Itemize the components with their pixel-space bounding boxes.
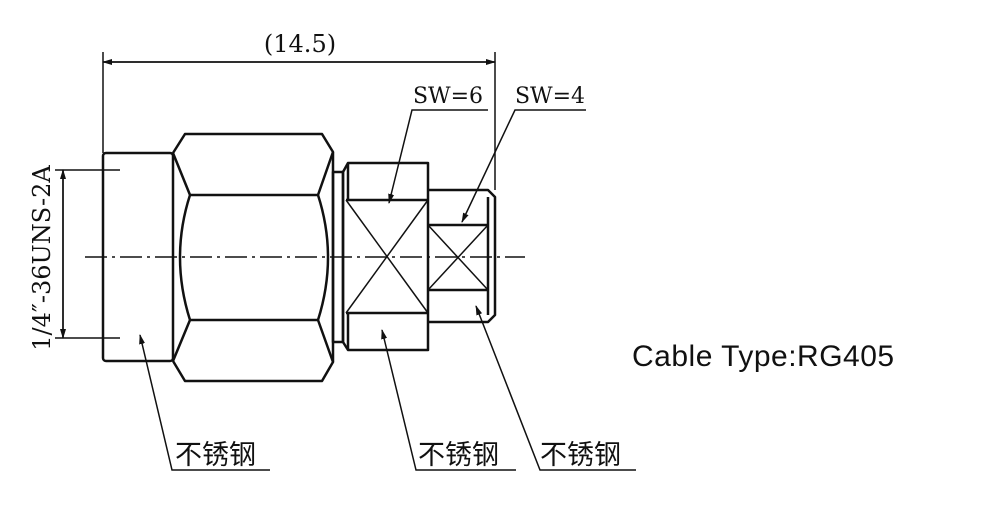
- sw6-label: SW=6: [413, 84, 483, 109]
- thread-spec-label: 1/4″-36UNS-2A: [28, 165, 56, 351]
- overall-dimension: [102, 52, 496, 190]
- material-leader-3: [475, 305, 636, 471]
- material-label-1: 不锈钢: [175, 440, 256, 471]
- cable-type-label: Cable Type:RG405: [632, 340, 895, 373]
- overall-length-label: (14.5): [264, 30, 336, 58]
- material-label-2: 不锈钢: [418, 440, 499, 471]
- hex-sw4: [428, 188, 497, 324]
- sw4-label: SW=4: [515, 84, 585, 109]
- material-leader-2: [381, 329, 516, 471]
- sw4-leader: [461, 109, 586, 223]
- sw6-leader: [388, 109, 488, 204]
- thread-dimension: [55, 169, 120, 339]
- material-label-3: 不锈钢: [540, 440, 621, 471]
- material-leader-1: [139, 334, 270, 471]
